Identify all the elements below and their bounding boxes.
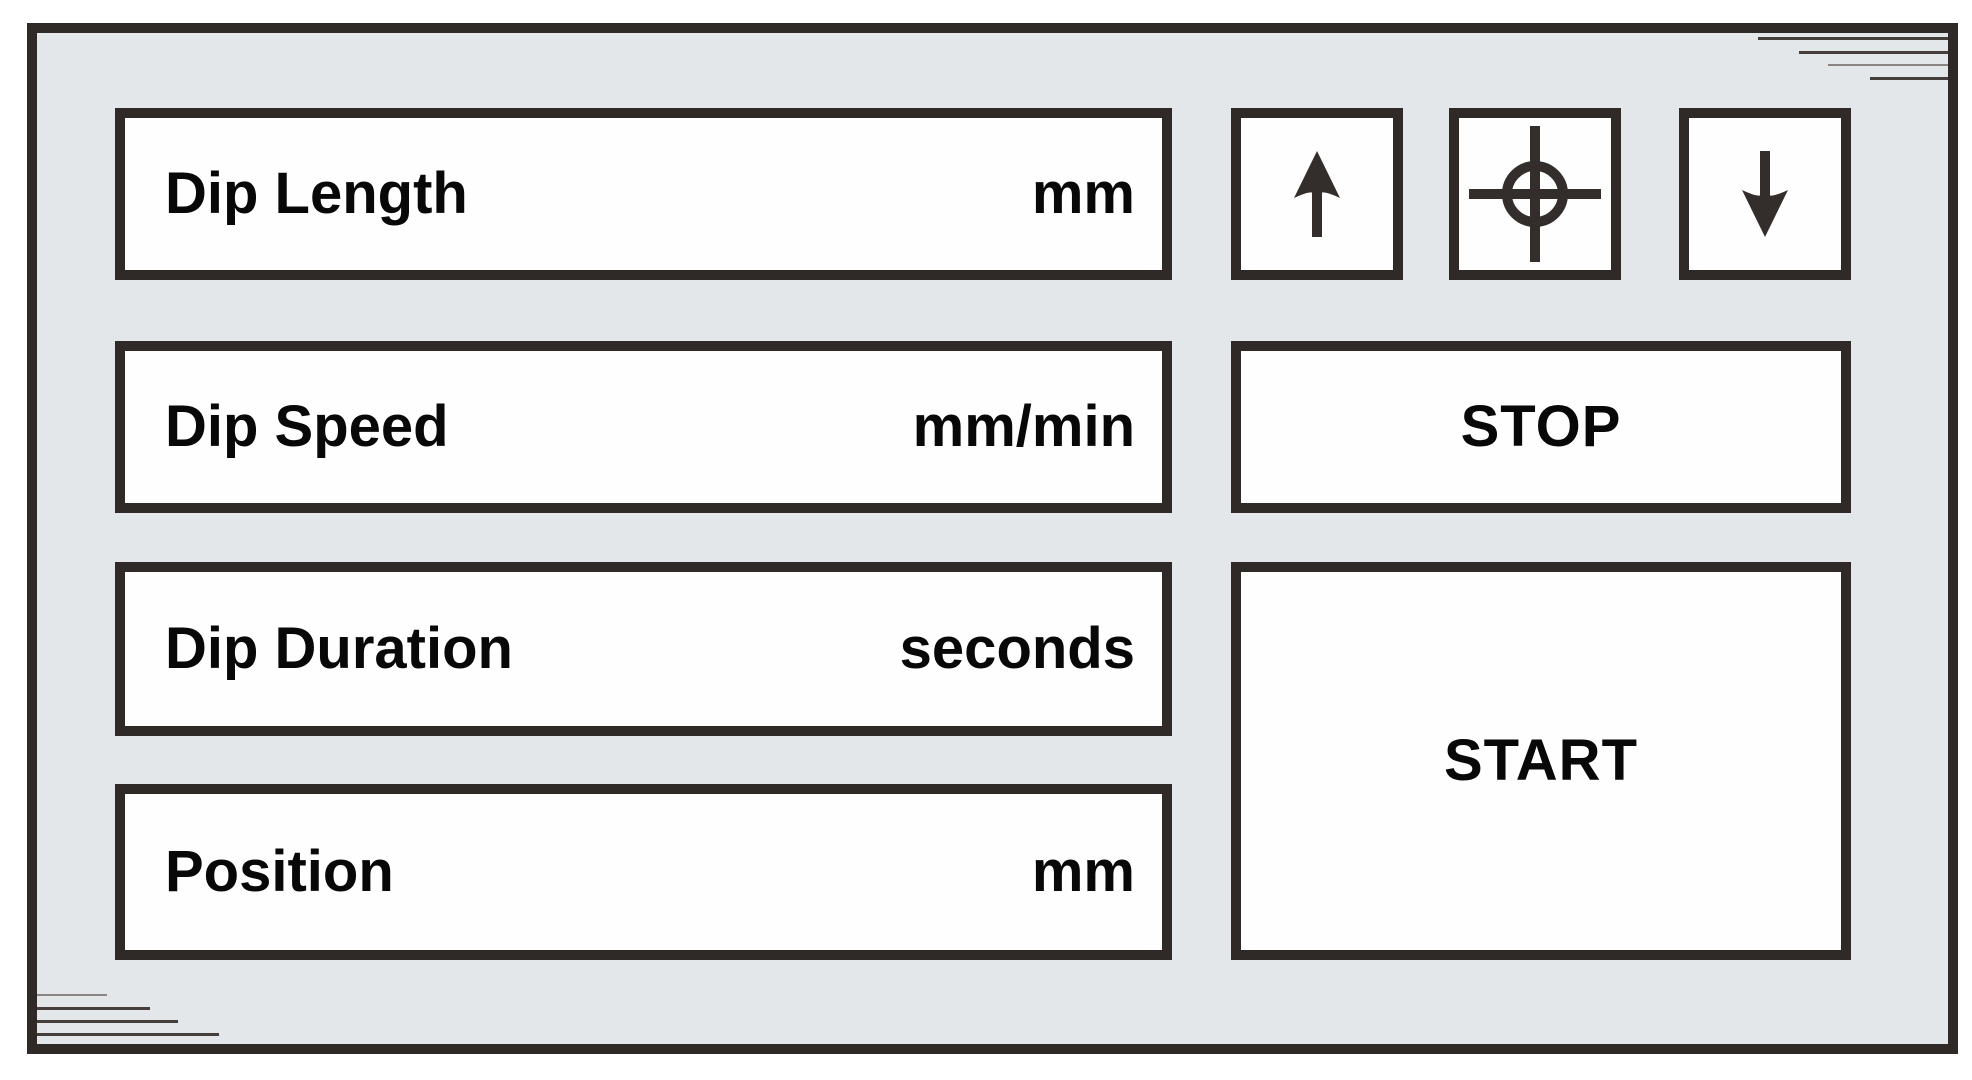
- arrow-down-icon: [1742, 151, 1788, 237]
- home-position-button[interactable]: [1449, 108, 1621, 280]
- dip-length-label: Dip Length: [165, 161, 468, 226]
- position-unit: mm: [1031, 839, 1135, 904]
- dip-duration-unit: seconds: [899, 616, 1135, 681]
- position-label: Position: [165, 839, 394, 904]
- decorative-line: [1828, 64, 1948, 66]
- decorative-line: [37, 1007, 150, 1010]
- decorative-line: [37, 1033, 219, 1036]
- dip-duration-field[interactable]: Dip Duration seconds: [115, 562, 1172, 736]
- jog-down-button[interactable]: [1679, 108, 1851, 280]
- dip-speed-label: Dip Speed: [165, 394, 449, 459]
- position-field[interactable]: Position mm: [115, 784, 1172, 960]
- dip-length-field[interactable]: Dip Length mm: [115, 108, 1172, 280]
- start-button[interactable]: START: [1231, 562, 1851, 960]
- jog-up-button[interactable]: [1231, 108, 1403, 280]
- decorative-line: [1870, 77, 1948, 80]
- dip-duration-label: Dip Duration: [165, 616, 513, 681]
- stop-button-label: STOP: [1460, 394, 1622, 459]
- decorative-line: [37, 1020, 178, 1023]
- decorative-line: [1799, 51, 1948, 54]
- decorative-line: [1758, 37, 1948, 40]
- dip-speed-unit: mm/min: [912, 394, 1135, 459]
- dip-speed-field[interactable]: Dip Speed mm/min: [115, 341, 1172, 513]
- start-button-label: START: [1443, 728, 1638, 793]
- arrow-up-icon: [1294, 151, 1340, 237]
- decorative-line: [37, 994, 107, 996]
- crosshair-target-icon: [1469, 126, 1601, 262]
- stop-button[interactable]: STOP: [1231, 341, 1851, 513]
- dip-length-unit: mm: [1031, 161, 1135, 226]
